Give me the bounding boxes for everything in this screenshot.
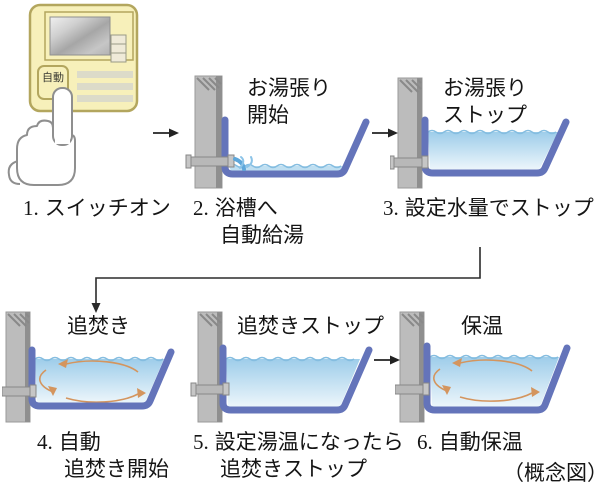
caption-text: 自動保温 <box>438 430 523 454</box>
water <box>428 132 558 170</box>
caption-text: 設定水量でストップ <box>404 196 594 220</box>
step-caption-3: 3.設定水量でストップ <box>383 195 594 222</box>
bathtub-outline <box>423 342 571 414</box>
step-caption-4: 4.自動 追焚き開始 <box>37 429 169 483</box>
water-surface-wave <box>225 356 355 362</box>
step-number: 4. <box>37 430 53 454</box>
caption-text: 追焚き開始 <box>64 457 169 481</box>
step-number: 2. <box>193 196 209 220</box>
wall-hatch <box>399 79 422 93</box>
caption-text: 浴槽へ <box>214 196 278 220</box>
state-label-line: 追焚きストップ <box>237 314 384 338</box>
step-caption-6: 6.自動保温 <box>417 429 523 456</box>
wall-hatch <box>196 77 222 91</box>
water-surface-wave <box>427 129 557 135</box>
pointing-hand-icon <box>7 87 76 186</box>
remote-control-illustration <box>28 3 139 113</box>
step-caption-5: 5.設定湯温になったら 追焚きストップ <box>193 429 404 483</box>
step3-to-step4-connector-arrow <box>91 247 481 313</box>
water-surface-wave <box>429 354 559 360</box>
bathtub-keep-warm-illustration <box>395 311 571 423</box>
wall-pillar <box>5 311 31 423</box>
state-label-line: お湯張り <box>247 76 331 100</box>
state-label-line: 保温 <box>461 314 503 338</box>
caption-text: 追焚きストップ <box>220 457 367 481</box>
circulation-arrows-icon <box>39 359 146 403</box>
remote-display-panel <box>44 11 134 61</box>
state-label-line: お湯張り <box>443 76 527 100</box>
water-surface-wave <box>228 163 342 169</box>
state-label-line: ストップ <box>443 103 527 127</box>
water-spout-icon <box>233 156 253 171</box>
faucet-icon <box>395 382 430 396</box>
wall-pillar <box>194 75 223 189</box>
bathtub-outline <box>421 116 570 177</box>
step-number: 1. <box>23 196 39 220</box>
bathtub-full-illustration <box>390 77 570 189</box>
state-label-step6: 保温 <box>461 313 503 340</box>
faucet-icon <box>190 382 230 397</box>
caption-text: 自動給湯 <box>220 223 304 247</box>
faucet-icon <box>2 384 37 398</box>
flow-arrow-icon <box>153 128 179 138</box>
state-label-line: 開始 <box>247 103 289 127</box>
caption-text: 自動 <box>58 430 101 454</box>
state-label-step4: 追焚き <box>67 313 130 340</box>
step-number: 3. <box>383 196 399 220</box>
wall-hatch <box>401 313 424 327</box>
remote-side-buttons-icon <box>110 34 127 63</box>
wall-hatch <box>7 313 30 327</box>
water <box>430 357 559 407</box>
wall-pillar <box>399 311 425 423</box>
faucet-icon <box>390 155 429 170</box>
auto-button-label: 自動 <box>42 72 64 84</box>
remote-screen-icon <box>49 16 111 56</box>
wall-hatch <box>199 313 222 327</box>
bathtub-filling-illustration <box>185 75 370 189</box>
bathtub-reheat-stop-illustration <box>190 311 373 423</box>
step-caption-2: 2.浴槽へ 自動給湯 <box>193 195 304 249</box>
caption-text: 設定湯温になったら <box>214 430 404 454</box>
caption-text: スイッチオン <box>44 196 171 220</box>
water <box>35 359 164 403</box>
faucet-icon <box>185 154 235 169</box>
bathtub-outline <box>28 346 175 410</box>
circulation-arrows-icon <box>433 358 540 402</box>
wall-pillar <box>197 311 223 423</box>
water-surface-wave <box>34 356 164 362</box>
state-label-line: 追焚き <box>67 314 130 338</box>
step-number: 6. <box>417 430 433 454</box>
step-number: 5. <box>193 430 209 454</box>
state-label-step2: お湯張り 開始 <box>247 75 331 129</box>
bathtub-reheat-illustration <box>2 311 175 423</box>
wall-pillar <box>397 77 423 189</box>
state-label-step3: お湯張り ストップ <box>443 75 527 129</box>
step-caption-1: 1.スイッチオン <box>23 195 171 222</box>
remote-label-bars <box>77 71 133 102</box>
bathtub-outline <box>219 344 373 414</box>
footer-note: （概念図） <box>503 461 602 485</box>
state-label-step5: 追焚きストップ <box>237 313 384 340</box>
bathtub-outline <box>221 116 370 178</box>
water <box>226 359 360 407</box>
